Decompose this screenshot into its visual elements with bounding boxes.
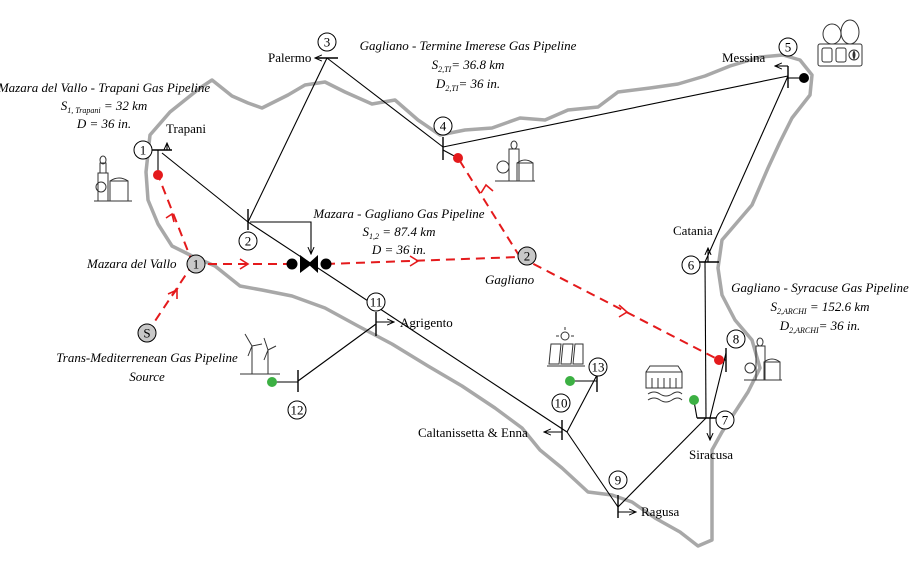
sicily-coastline [144,53,814,548]
node-3: 3 [317,32,337,52]
label-trapani: Trapani [166,121,206,136]
label-messina: Messina [722,50,766,65]
trapani-pipeline-length: S1, Trapani = 32 km [61,98,148,115]
svg-text:13: 13 [592,360,605,375]
status-dots [153,73,809,405]
mazara-gagliano-diameter: D = 36 in. [371,242,426,257]
red-dot [714,355,724,365]
city-labels: Trapani Palermo Messina Catania Siracusa… [56,50,765,519]
node-11: 11 [366,292,386,312]
termini-pipeline-diameter: D2,TI= 36 in. [435,76,500,93]
label-source-2: Source [129,369,165,384]
refinery-icon [94,155,132,202]
node-1: 1 [133,140,153,160]
svg-text:2: 2 [245,234,252,249]
syracuse-pipeline-length: S2,ARCHI = 152.6 km [771,299,870,316]
gas-node-circles: 1 2 S [137,246,537,343]
svg-text:8: 8 [733,332,740,347]
label-palermo: Palermo [268,50,311,65]
svg-text:5: 5 [785,40,792,55]
syracuse-pipeline-title: Gagliano - Syracuse Gas Pipeline [731,280,909,295]
gas-node-s: S [137,323,157,343]
node-5: 5 [778,37,798,57]
label-agrigento: Agrigento [400,315,453,330]
termini-pipeline-length: S2,TI= 36.8 km [432,57,505,74]
svg-text:3: 3 [324,35,331,50]
svg-text:11: 11 [370,295,383,310]
svg-text:1: 1 [140,143,147,158]
red-dot [153,170,163,180]
svg-text:6: 6 [688,258,695,273]
svg-text:2: 2 [524,249,531,264]
node-8: 8 [726,329,746,349]
red-dot [453,153,463,163]
gas-node-2: 2 [517,246,537,266]
gas-node-1: 1 [186,254,206,274]
refinery-icon [744,337,782,381]
hydro-plant-icon [645,365,683,403]
black-dot [799,73,809,83]
label-ragusa: Ragusa [641,504,680,519]
gas-storage-icon [817,19,863,67]
label-siracusa: Siracusa [689,447,733,462]
node-4: 4 [433,116,453,136]
electric-node-circles: 1 2 3 4 5 6 7 8 9 10 11 12 13 [133,32,798,490]
svg-text:S: S [143,326,150,341]
green-dot [565,376,575,386]
compressor-valve [286,255,332,273]
trapani-pipeline-title: Mazara del Vallo - Trapani Gas Pipeline [0,80,210,95]
gas-pipelines [146,157,720,361]
node-7: 7 [715,410,735,430]
label-source-1: Trans-Mediterrenean Gas Pipeline [56,350,238,365]
green-dot [267,377,277,387]
label-gagliano: Gagliano [485,272,535,287]
node-6: 6 [681,255,701,275]
node-9: 9 [608,470,628,490]
svg-text:7: 7 [722,413,729,428]
node-10: 10 [551,393,571,413]
label-catania: Catania [673,223,713,238]
node-12: 12 [287,400,307,420]
trapani-pipeline-diameter: D = 36 in. [76,116,131,131]
svg-text:4: 4 [440,119,447,134]
wind-turbine-icon [240,333,280,375]
solar-plant-icon [547,327,585,367]
svg-text:9: 9 [615,473,622,488]
termini-pipeline-title: Gagliano - Termine Imerese Gas Pipeline [360,38,577,53]
node-2: 2 [238,231,258,251]
green-dot [689,395,699,405]
mazara-gagliano-title: Mazara - Gagliano Gas Pipeline [312,206,484,221]
label-caltanissetta: Caltanissetta & Enna [418,425,528,440]
pipeline-annotations: Mazara del Vallo - Trapani Gas Pipeline … [0,38,909,335]
node-13: 13 [588,357,608,377]
refinery-icon [495,140,535,182]
mazara-gagliano-length: S1,2 = 87.4 km [363,224,436,241]
svg-text:10: 10 [555,396,568,411]
syracuse-pipeline-diameter: D2,ARCHI= 36 in. [779,318,861,335]
label-mazara: Mazara del Vallo [86,256,177,271]
svg-text:12: 12 [291,403,304,418]
svg-text:1: 1 [193,257,200,272]
